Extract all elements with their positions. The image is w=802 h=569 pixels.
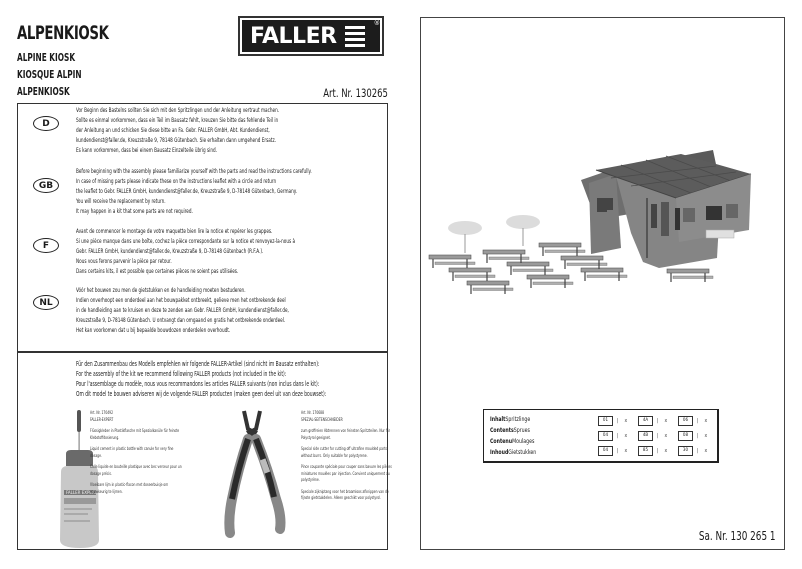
sprue-code: 04 — [598, 445, 613, 456]
contents-table: InhaltSpritzlinge ContentsSprues Contenu… — [483, 409, 719, 463]
lang-text-fr: Avant de commencer le montage de votre m… — [76, 228, 296, 275]
side-cutter-icon — [224, 410, 286, 538]
lang-text-gb: Before beginning with the assembly pleas… — [76, 168, 312, 215]
sprue-code: 4B — [638, 430, 653, 441]
sprue-code: 04 — [598, 430, 613, 441]
sprue-code: 01 — [598, 415, 613, 426]
sprue-code: 85 — [638, 445, 653, 456]
sprue-grid: 01|x 4A|x 06|x 04|x 4B|x 08|x 04|x 85|x … — [598, 413, 718, 458]
lang-text-nl: Vóór het bouwen zou men de gietstukken e… — [76, 287, 289, 334]
sprue-row: 01|x 4A|x 06|x — [598, 413, 718, 428]
sprue-code: 30 — [678, 445, 693, 456]
instructions-box: D Vor Beginn des Bastelns sollten Sie si… — [17, 103, 392, 550]
faller-logo: FALLER ® — [238, 16, 384, 56]
subtitle-fr: KIOSQUE ALPIN — [17, 69, 82, 81]
lang-badge-fr: F — [33, 238, 59, 253]
lang-text-de: Vor Beginn des Bastelns sollten Sie sich… — [76, 107, 280, 154]
article-number: Art. Nr. 130265 — [323, 86, 388, 100]
subtitle-en: ALPINE KIOSK — [17, 52, 76, 64]
registered-mark: ® — [373, 19, 380, 27]
sa-number: Sa. Nr. 130 265 1 — [699, 529, 776, 543]
lang-badge-gb: GB — [33, 178, 59, 193]
logo-text: FALLER — [250, 23, 337, 49]
sprue-code: 4A — [638, 415, 653, 426]
sprue-row: 04|x 4B|x 08|x — [598, 428, 718, 443]
logo-bars-icon — [344, 25, 365, 47]
lang-badge-nl: NL — [33, 295, 59, 310]
model-panel: InhaltSpritzlinge ContentsSprues Contenu… — [420, 17, 785, 550]
lang-badge-de: D — [33, 116, 59, 131]
subtitle-nl: ALPENKIOSK — [17, 86, 70, 98]
glue-bottle-icon: FALLER EXPERT — [60, 410, 99, 548]
product-cutter-text: Art. Nr. 170688 SPEZIAL-SEITENSCHNEIDER … — [301, 410, 392, 500]
recommendation-text: Für den Zusammenbau des Modells empfehle… — [76, 360, 327, 398]
svg-text:FALLER EXPERT: FALLER EXPERT — [66, 490, 97, 495]
sprue-code: 06 — [678, 415, 693, 426]
alpine-kiosk-model-image — [428, 150, 752, 294]
sprue-code: 08 — [678, 430, 693, 441]
section-divider — [18, 351, 387, 353]
page-title: ALPENKIOSK — [17, 22, 109, 44]
sprue-row: 04|x 85|x 30|x — [598, 443, 718, 458]
product-glue-text: Art. Nr. 170492 FALLER-EXPERT Flüssigkle… — [90, 410, 182, 494]
contents-labels: InhaltSpritzlinge ContentsSprues Contenu… — [490, 415, 537, 456]
